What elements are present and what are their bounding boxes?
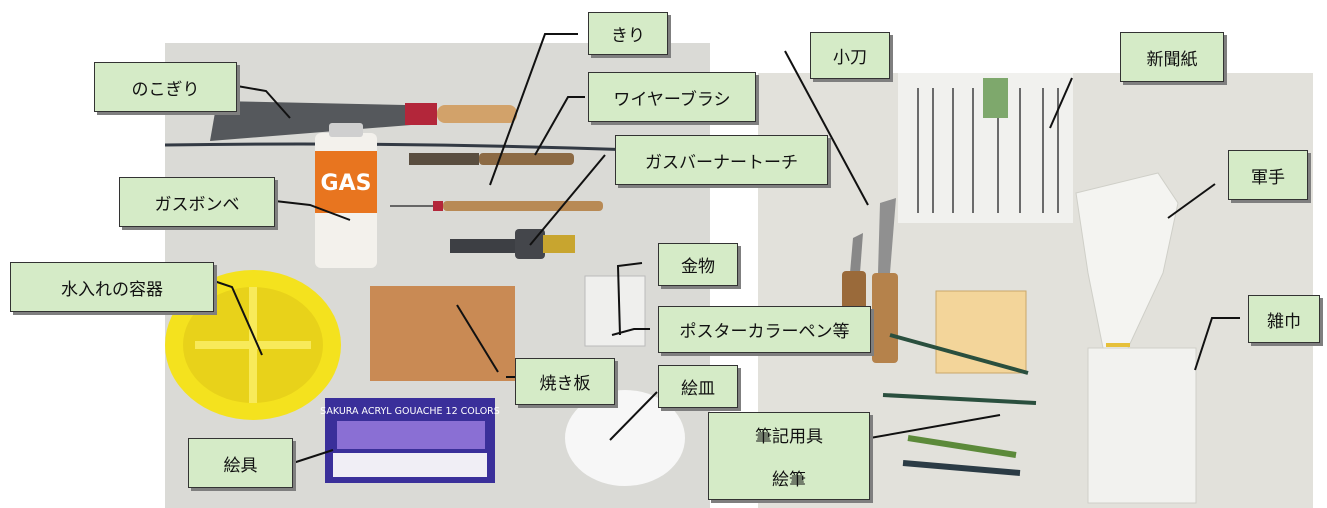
label-wire-brush: ワイヤーブラシ	[588, 72, 756, 122]
label-gloves: 軍手	[1228, 150, 1308, 200]
label-newspaper: 新聞紙	[1120, 32, 1224, 82]
label-gas-cylinder: ガスボンベ	[119, 177, 275, 227]
burn-board-item	[370, 286, 515, 381]
brush-item	[889, 333, 1029, 375]
label-saw: のこぎり	[94, 62, 237, 112]
gas-can-text: GAS	[321, 171, 372, 196]
gas-can-item: GAS	[315, 123, 377, 268]
cloth-item	[1087, 347, 1197, 504]
paints-item: SAKURA ACRYL GOUACHE 12 COLORS	[320, 398, 500, 483]
label-knife: 小刀	[810, 32, 890, 79]
label-writing-tools-brush: 筆記用具 絵筆	[708, 412, 870, 500]
label-hardware: 金物	[658, 243, 738, 286]
pencil-item	[907, 435, 1017, 458]
label-palette: 絵皿	[658, 365, 738, 408]
label-poster-pen: ポスターカラーペン等	[658, 306, 871, 353]
wire-brush-item	[409, 153, 574, 165]
gloves-item	[1075, 172, 1179, 349]
label-gas-torch: ガスバーナートーチ	[615, 135, 828, 185]
label-awl: きり	[588, 12, 668, 55]
newspaper-item	[898, 73, 1073, 223]
hardware-item	[584, 275, 646, 347]
label-burn-board: 焼き板	[515, 358, 615, 405]
label-water-container: 水入れの容器	[10, 262, 214, 312]
label-writing-tools: 筆記用具	[755, 427, 823, 447]
label-brush: 絵筆	[772, 470, 806, 490]
label-paints: 絵具	[188, 438, 293, 488]
paint-box-text: SAKURA ACRYL GOUACHE 12 COLORS	[320, 406, 500, 417]
label-cloth: 雑巾	[1248, 295, 1320, 343]
